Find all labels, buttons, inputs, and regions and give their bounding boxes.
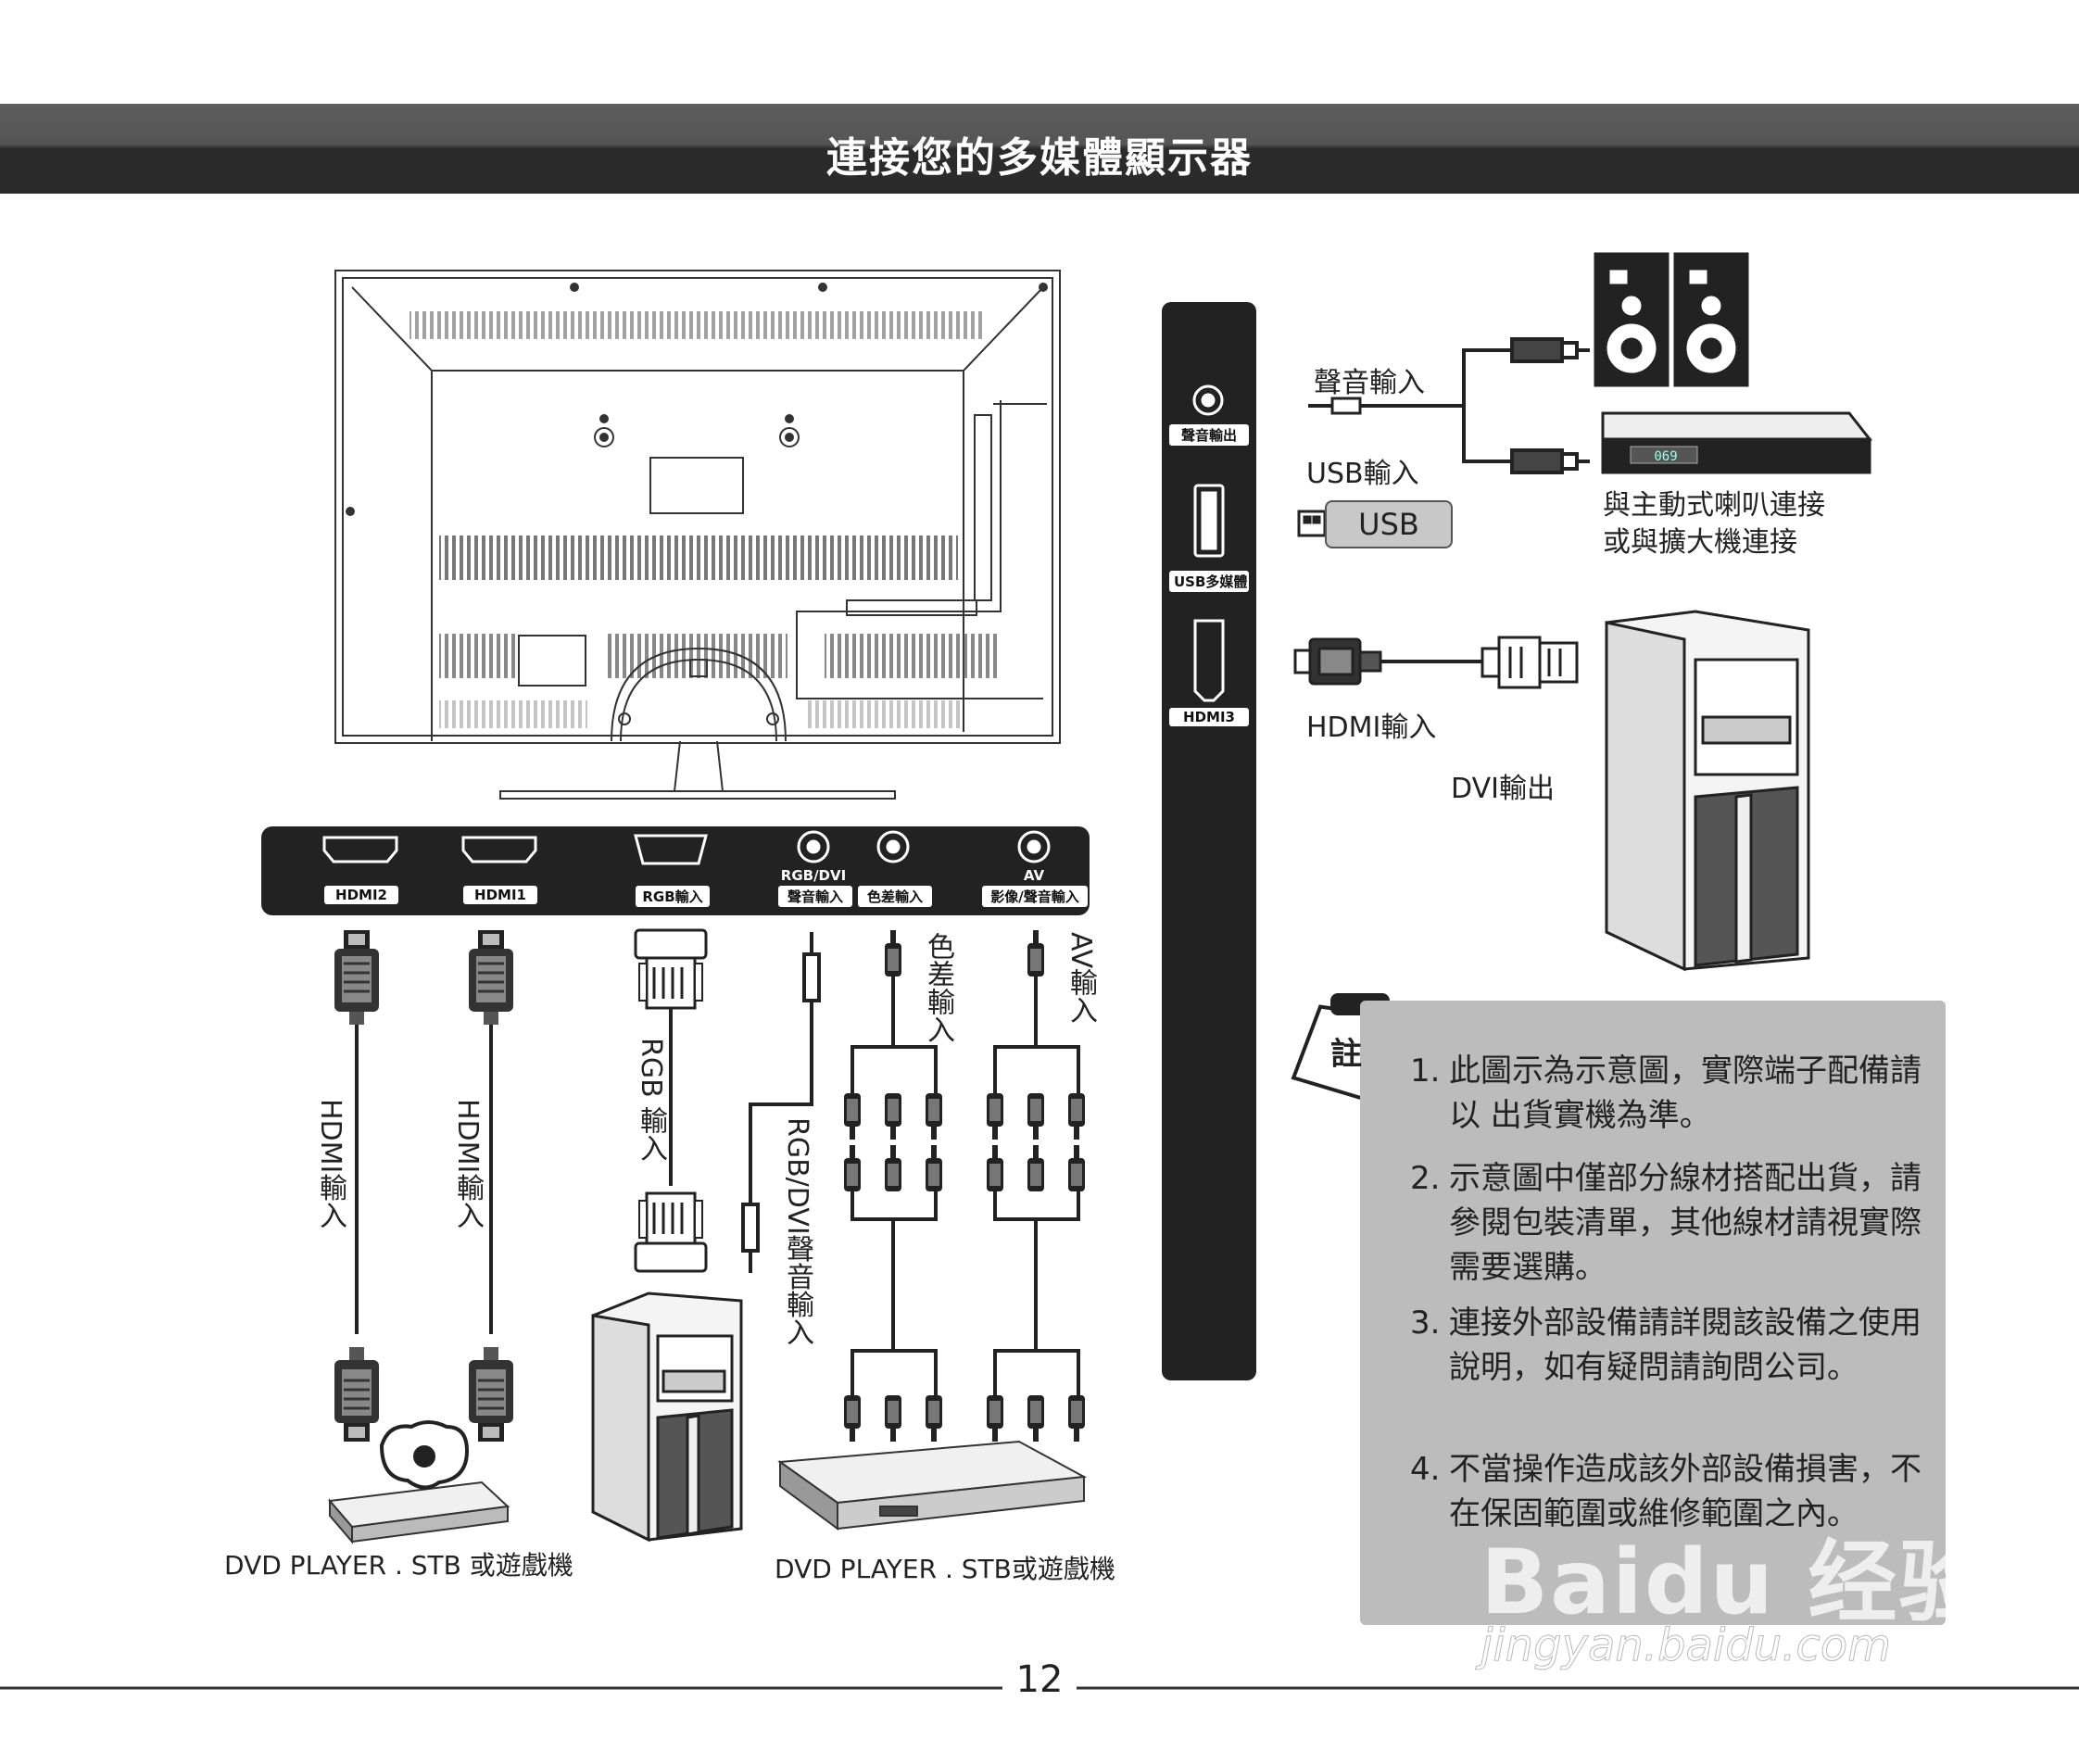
hdmi-dvi-cable (1295, 637, 1577, 687)
av-in-label: AV輸入 (1060, 932, 1101, 1024)
amplifier-icon: 069 (1603, 413, 1870, 472)
av-port-label: 影像/聲音輸入 (982, 886, 1088, 907)
tower-pc-icon-right (1606, 611, 1808, 969)
hdmi-in-label-a: HDMI輸入 (309, 1099, 350, 1228)
left-device-label: DVD PLAYER . STB 或遊戲機 (224, 1545, 573, 1582)
component-port-label: 色差輸入 (858, 886, 932, 907)
page-number: 12 (1002, 1658, 1077, 1701)
rgbdvi-audio-label: 聲音輸入 (778, 886, 852, 907)
right-device-label: DVD PLAYER . STB或遊戲機 (775, 1549, 1115, 1586)
speaker-connect-line2: 或與擴大機連接 (1603, 519, 1797, 560)
usb-badge: USB (1325, 500, 1453, 548)
rgbdvi-audio-in-label: RGB/DVI聲音輸入 (776, 1117, 817, 1346)
hdmi-in-right-label: HDMI輸入 (1306, 704, 1436, 745)
side-port-panel (1162, 302, 1256, 1380)
usb-stick-icon (1299, 511, 1325, 536)
note-icon-text: 註 (1330, 1028, 1362, 1074)
usb-media-label: USB多媒體 (1169, 571, 1249, 592)
dvi-out-label: DVI輸出 (1451, 765, 1555, 806)
tv-back-drawing (335, 271, 1060, 799)
watermark-sub: jingyan.baidu.com (1480, 1619, 1891, 1671)
speaker-connect-line1: 與主動式喇叭連接 (1603, 482, 1825, 523)
audio-in-label: 聲音輸入 (1314, 359, 1425, 400)
rgbdvi-top-label: RGB/DVI (775, 867, 852, 884)
tower-pc-icon-bottom (593, 1293, 741, 1540)
hdmi-in-label-b: HDMI輸入 (447, 1099, 487, 1228)
speakers-icon (1595, 254, 1747, 385)
left-dvd-player-icon (330, 1482, 508, 1542)
usb-in-label: USB輸入 (1306, 450, 1419, 491)
audio-out-label: 聲音輸出 (1169, 424, 1249, 446)
rgb-port-label: RGB輸入 (636, 886, 710, 907)
right-dvd-player-icon (780, 1442, 1084, 1529)
av-top-label: AV (1006, 867, 1062, 884)
gamepad-icon (382, 1422, 467, 1488)
component-in-label: 色差輸入 (917, 932, 958, 1043)
amp-display: 069 (1654, 449, 1677, 464)
hdmi2-label: HDMI2 (324, 886, 398, 904)
hdmi3-label: HDMI3 (1169, 708, 1249, 726)
rgb-in-label: RGB 輸入 (630, 1038, 671, 1162)
hdmi1-label: HDMI1 (463, 886, 537, 904)
